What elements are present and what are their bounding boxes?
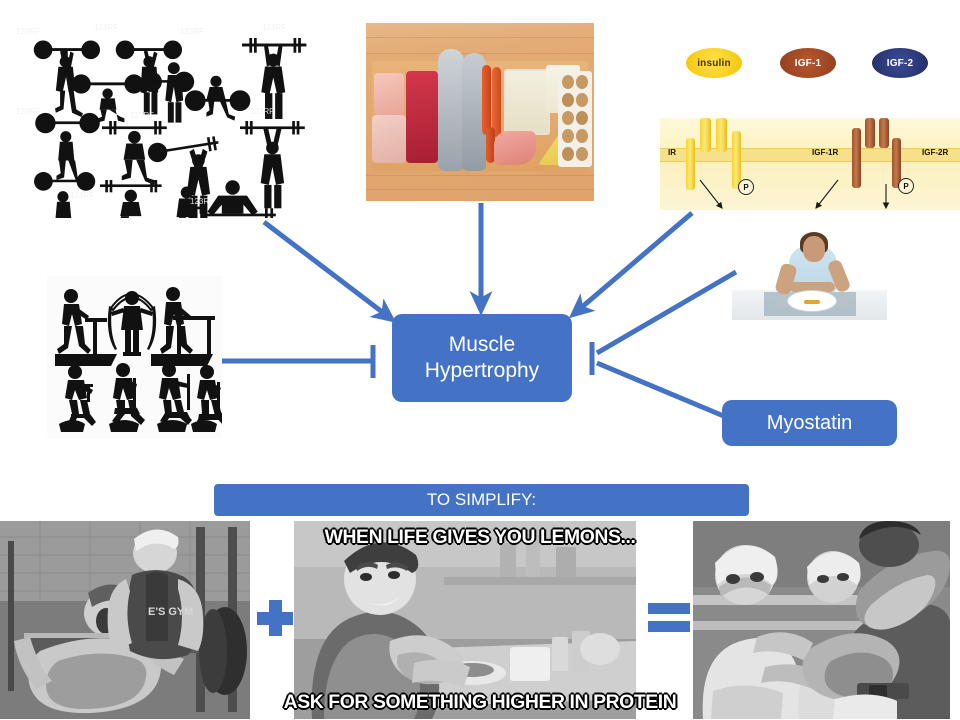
cardio-silhouettes-art <box>47 276 222 438</box>
hormone-insulin: insulin <box>686 48 742 78</box>
hormone-igf-2-label: IGF-2 <box>886 57 914 69</box>
svg-text:123RF: 123RF <box>190 197 214 206</box>
banner-to-simplify[interactable]: TO SIMPLIFY: <box>214 484 749 516</box>
receptor-rod-ir-right <box>732 131 741 189</box>
node-muscle-hypertrophy-line1: Muscle <box>448 333 516 357</box>
meme-caption-bottom: ASK FOR SOMETHING HIGHER IN PROTEIN <box>283 692 677 713</box>
node-muscle-hypertrophy[interactable]: Muscle Hypertrophy <box>392 314 572 402</box>
receptor-rod-igf1r-inner-left <box>865 118 875 148</box>
operator-equals <box>648 603 690 633</box>
woman-head <box>803 236 825 262</box>
image-high-protein-foods <box>366 23 594 201</box>
receptor-rod-ir-inner-left <box>700 118 711 152</box>
phosphate-igf1r: P <box>898 178 914 194</box>
receptor-rod-igf1r-left <box>852 128 861 188</box>
line-diet-to-hypertrophy <box>595 269 738 356</box>
arm-wrestling-art <box>693 521 950 719</box>
svg-text:123RF: 123RF <box>94 23 118 32</box>
node-myostatin[interactable]: Myostatin <box>722 400 897 446</box>
receptor-label-igf1r: IGF-1R <box>812 148 839 157</box>
operator-plus <box>257 600 293 636</box>
bench-press-art: E'S GYM <box>0 521 250 719</box>
image-cardio-silhouettes <box>47 276 222 438</box>
hormone-igf-2: IGF-2 <box>872 48 928 78</box>
svg-text:123RF: 123RF <box>16 27 40 36</box>
lemons-meme-art <box>294 521 636 719</box>
weightlifting-silhouettes-art: 123RF 123RF 123RF 123RF 123RF 123RF 123RF 12… <box>16 23 307 218</box>
banner-to-simplify-label: TO SIMPLIFY: <box>426 489 537 509</box>
tiny-food-portion <box>804 300 820 304</box>
svg-text:123RF: 123RF <box>16 107 40 116</box>
arrow-receptors-to-hypertrophy <box>568 211 694 319</box>
receptor-label-ir: IR <box>668 148 676 157</box>
hormone-insulin-label: insulin <box>697 57 731 69</box>
svg-text:123RF: 123RF <box>250 107 274 116</box>
node-myostatin-label: Myostatin <box>766 411 853 434</box>
svg-text:123RF: 123RF <box>130 111 154 120</box>
receptor-rod-igf1r-right <box>892 138 901 188</box>
svg-text:123RF: 123RF <box>70 191 94 200</box>
equals-top-bar <box>648 603 690 614</box>
cell-membrane-scene: IR P IGF-1R P IGF-2R <box>660 118 960 210</box>
line-myostatin-to-hypertrophy <box>596 360 727 420</box>
receptor-label-igf2r: IGF-2R <box>922 148 949 157</box>
hormone-igf-1-label: IGF-1 <box>794 57 822 69</box>
receptor-rod-ir-inner-right <box>716 118 727 152</box>
image-weightlifting-silhouettes: 123RF 123RF 123RF 123RF 123RF 123RF 123RF 12… <box>10 18 310 218</box>
svg-text:123RF: 123RF <box>262 23 286 32</box>
equals-bottom-bar <box>648 621 690 632</box>
plus-vertical-bar <box>269 600 282 636</box>
arrow-weightlifting-to-hypertrophy <box>262 220 397 323</box>
meme-caption-top: WHEN LIFE GIVES YOU LEMONS... <box>324 527 636 548</box>
image-lemons-meme <box>294 521 636 719</box>
receptor-rod-igf1r-inner-right <box>879 118 889 148</box>
image-woman-empty-plate <box>732 230 887 320</box>
image-arm-wrestling-grannies <box>693 521 950 719</box>
image-bench-press-spotter: E'S GYM <box>0 521 250 719</box>
fork-icon <box>777 295 786 307</box>
svg-text:123RF: 123RF <box>180 27 204 36</box>
svg-text:E'S GYM: E'S GYM <box>148 606 193 618</box>
image-insulin-igf-receptors: insulin IGF-1 IGF-2 IR P IGF-1R P IGF-2R <box>660 30 960 210</box>
receptor-rod-ir-left <box>686 138 695 190</box>
phosphate-ir: P <box>738 179 754 195</box>
signal-arrows <box>699 179 890 210</box>
knife-icon <box>840 295 848 307</box>
node-muscle-hypertrophy-line2: Hypertrophy <box>424 359 540 382</box>
woman-forearm <box>789 282 835 292</box>
hormone-igf-1: IGF-1 <box>780 48 836 78</box>
